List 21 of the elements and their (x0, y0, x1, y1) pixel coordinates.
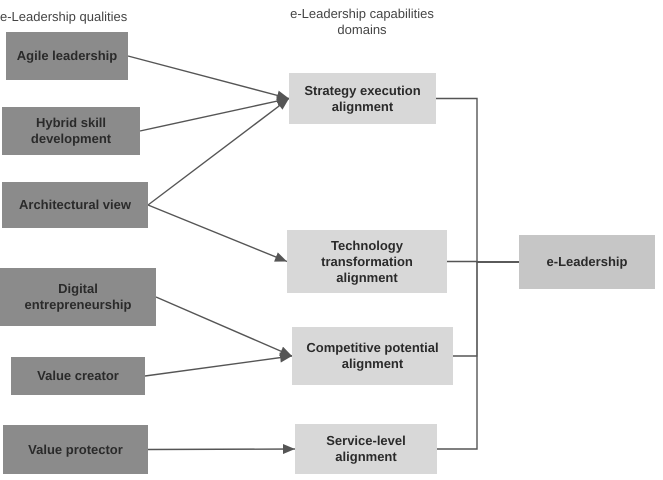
arrow (128, 55, 290, 100)
arrow (140, 96, 290, 132)
arrow (148, 204, 288, 262)
arrow (156, 296, 292, 357)
quality-box: Value protector (3, 425, 148, 474)
arrow (148, 444, 295, 454)
quality-box: Agile leadership (6, 32, 128, 80)
outcome-box: e-Leadership (519, 235, 655, 289)
domain-box: Strategy execution alignment (289, 73, 436, 124)
connector-line (437, 261, 519, 450)
quality-box: Value creator (11, 357, 145, 395)
quality-box: Hybrid skill development (2, 107, 140, 155)
column-heading: e-Leadership capabilities domains (289, 6, 435, 38)
quality-box: Digital entrepreneurship (0, 268, 156, 326)
domain-box: Technology transformation alignment (287, 230, 447, 293)
domain-box: Service-level alignment (295, 424, 437, 474)
column-heading: e-Leadership qualities (0, 9, 128, 25)
domain-box: Competitive potential alignment (292, 327, 453, 385)
arrow (144, 352, 292, 377)
quality-box: Architectural view (2, 182, 148, 228)
arrow (148, 98, 290, 206)
